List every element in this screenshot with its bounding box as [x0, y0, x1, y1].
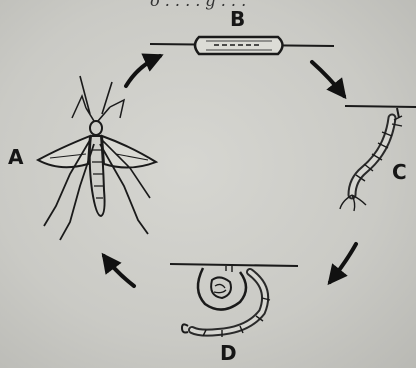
arrow-b-to-c	[312, 62, 344, 96]
stage-label-c: C	[392, 162, 407, 182]
arrow-a-to-b	[126, 56, 160, 86]
stage-label-b: B	[230, 9, 245, 29]
arrow-c-to-d	[330, 244, 356, 282]
arrow-d-to-a	[104, 256, 134, 286]
egg-drawing	[150, 37, 334, 54]
cycle-arrows	[104, 56, 356, 286]
stage-label-a: A	[8, 147, 23, 167]
adult-drawing	[38, 76, 156, 240]
larva-drawing	[340, 106, 416, 211]
pupa-drawing	[170, 264, 298, 337]
stage-label-d: D	[220, 343, 237, 363]
